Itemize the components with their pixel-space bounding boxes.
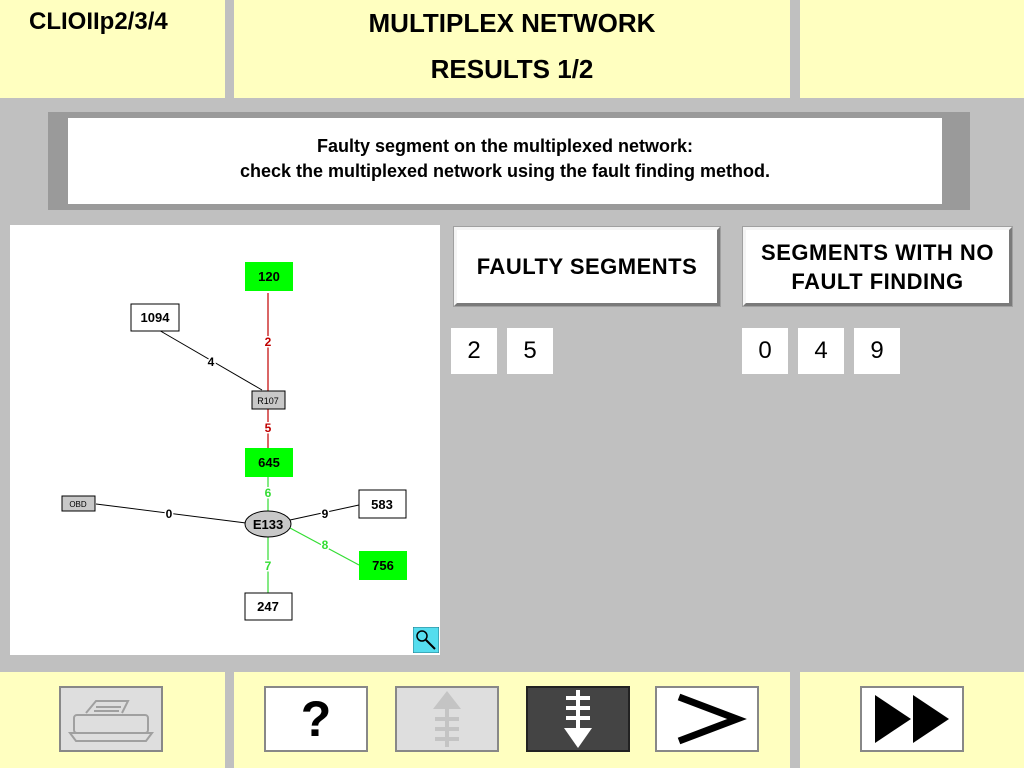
print-button[interactable]: [59, 686, 163, 752]
node-120-label: 120: [258, 269, 280, 284]
node-583-box: [358, 489, 407, 519]
node-e133-label: E133: [253, 517, 283, 532]
segment-label-9: 9: [322, 507, 329, 521]
segment-label-4: 4: [208, 355, 215, 369]
printer-icon: [68, 700, 154, 742]
arrow-up-icon: [433, 691, 461, 747]
segment-label-8: 8: [322, 538, 329, 552]
message-box: Faulty segment on the multiplexed networ…: [68, 118, 942, 204]
no-fault-segment-tile[interactable]: 4: [798, 328, 844, 374]
message-line-1: Faulty segment on the multiplexed networ…: [316, 136, 694, 156]
segment-label-5: 5: [265, 421, 272, 435]
segment-label-6: 6: [265, 486, 272, 500]
header-left-panel: [0, 0, 225, 98]
fast-forward-icon: [875, 695, 949, 743]
vehicle-name: CLIOIIp2/3/4: [29, 8, 168, 35]
node-645-label: 645: [258, 455, 280, 470]
no-fault-segment-tile[interactable]: 0: [742, 328, 788, 374]
help-icon: ?: [300, 691, 332, 747]
segment-line-8: [289, 527, 360, 566]
faulty-segments-label: FAULTY SEGMENTS: [476, 254, 698, 279]
header-right-panel: [800, 0, 1024, 98]
segments-no-fault-finding-button[interactable]: SEGMENTS WITH NO FAULT FINDING: [742, 226, 1013, 307]
faulty-segment-tile[interactable]: 2: [451, 328, 497, 374]
segment-line-0: [95, 503, 247, 524]
node-obd-label: OBD: [69, 500, 87, 509]
node-247-label: 247: [257, 599, 279, 614]
page-title: MULTIPLEX NETWORK: [368, 8, 656, 38]
segment-label-7: 7: [265, 559, 272, 573]
node-obd-box: [61, 495, 96, 512]
node-247-box: [244, 592, 293, 621]
magnifier-icon[interactable]: [413, 627, 439, 653]
segment-label-0: 0: [166, 507, 173, 521]
node-r107-label: R107: [257, 396, 279, 406]
segment-line-9: [289, 504, 360, 521]
segment-line-4: [156, 328, 263, 391]
node-756-box: [359, 551, 407, 580]
faulty-segments-button[interactable]: FAULTY SEGMENTS: [453, 226, 721, 307]
header-title-panel: [234, 0, 790, 98]
message-line-2: check the multiplexed network using the …: [239, 161, 771, 181]
next-icon: [677, 693, 747, 745]
help-button[interactable]: ?: [264, 686, 368, 752]
no-fault-label-line-2: FAULT FINDING: [791, 268, 964, 294]
fast-forward-button[interactable]: [860, 686, 964, 752]
node-645-box: [245, 448, 293, 477]
scroll-down-button[interactable]: [526, 686, 630, 752]
node-e133-ellipse: [244, 510, 292, 538]
faulty-segment-tile[interactable]: 5: [507, 328, 553, 374]
node-756-label: 756: [372, 558, 394, 573]
scroll-up-button[interactable]: [395, 686, 499, 752]
node-r107-box: [251, 390, 286, 410]
no-fault-label-line-1: SEGMENTS WITH NO: [761, 239, 994, 265]
next-button[interactable]: [655, 686, 759, 752]
arrow-down-icon: [564, 690, 592, 748]
no-fault-segment-tile[interactable]: 9: [854, 328, 900, 374]
node-583-label: 583: [371, 497, 393, 512]
node-120-box: [245, 262, 293, 291]
network-diagram: 2 4 5 6 0 9 8 7 120 1094 R107 645 OBD E1…: [10, 225, 440, 655]
page-subtitle: RESULTS 1/2: [430, 54, 594, 84]
node-1094-box: [130, 303, 180, 332]
segment-label-2: 2: [265, 335, 272, 349]
node-1094-label: 1094: [141, 310, 171, 325]
